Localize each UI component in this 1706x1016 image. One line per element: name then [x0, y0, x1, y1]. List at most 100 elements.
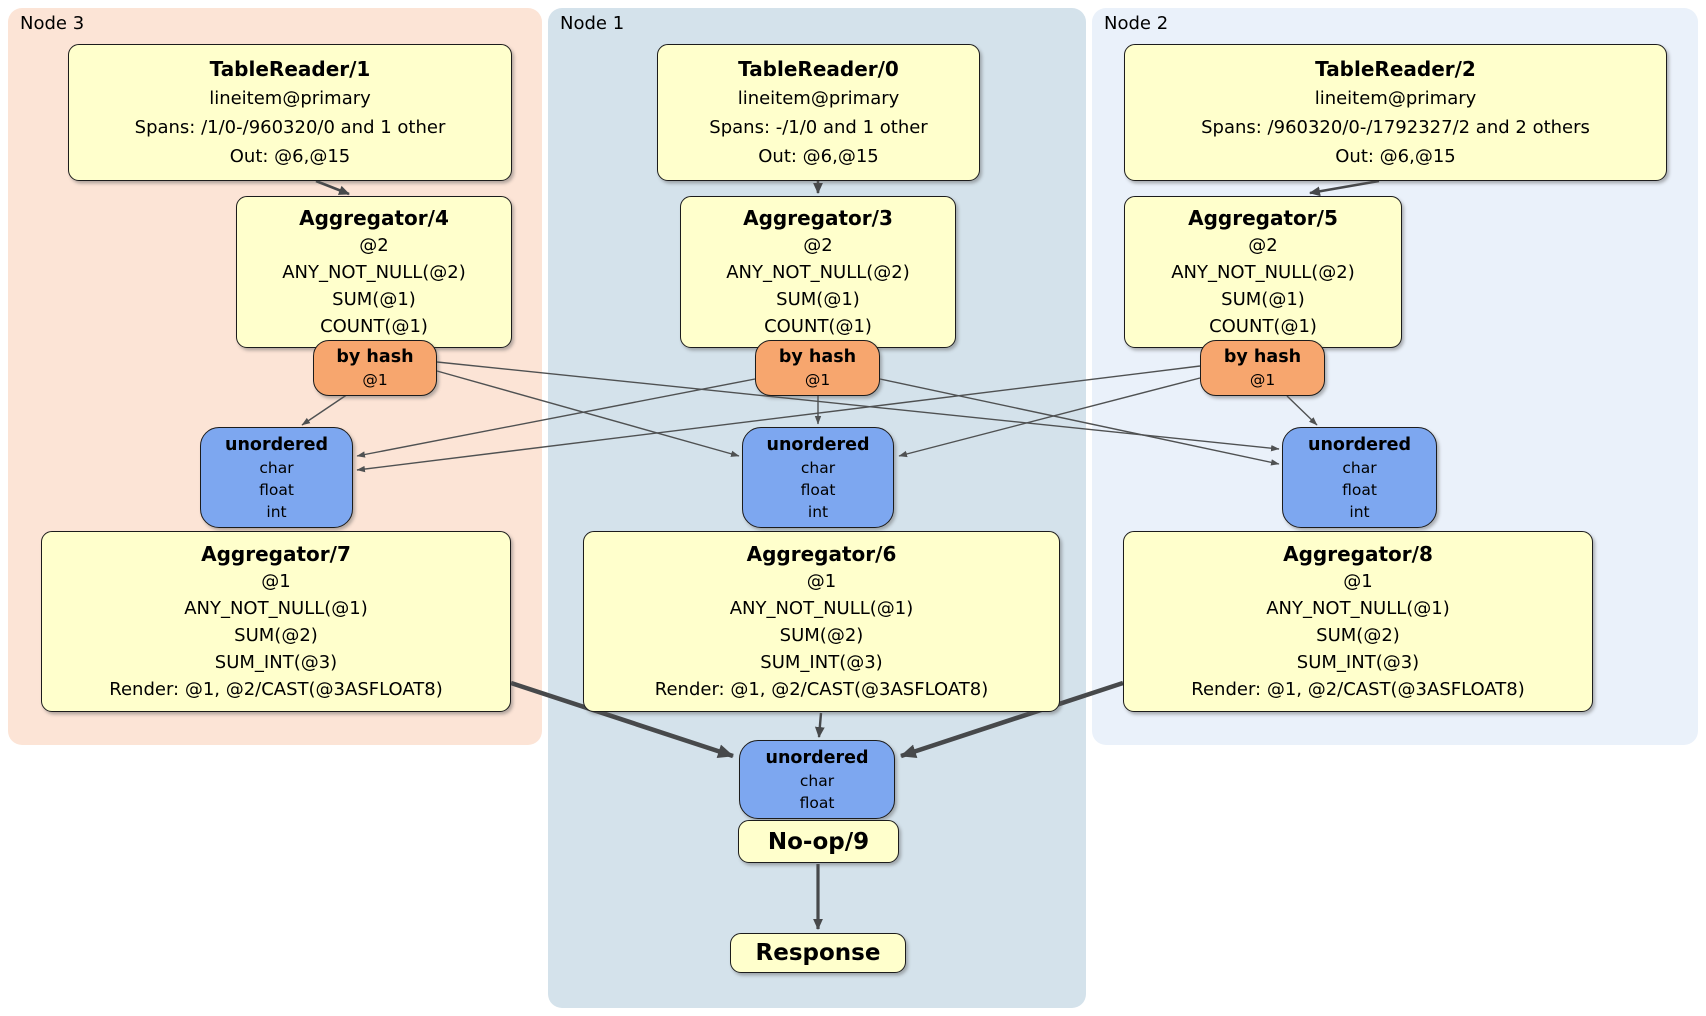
processor-title: TableReader/1 — [209, 57, 371, 81]
edge-router4-sync-n1 — [436, 370, 740, 457]
aggregator-8: Aggregator/8 @1 ANY_NOT_NULL(@1) SUM(@2)… — [1123, 531, 1593, 712]
router-detail: @1 — [362, 371, 388, 389]
aggregator-5: Aggregator/5 @2 ANY_NOT_NULL(@2) SUM(@1)… — [1124, 196, 1402, 348]
aggregator-4: Aggregator/4 @2 ANY_NOT_NULL(@2) SUM(@1)… — [236, 196, 512, 348]
aggregator-3: Aggregator/3 @2 ANY_NOT_NULL(@2) SUM(@1)… — [680, 196, 956, 348]
sync-title: unordered — [766, 434, 870, 455]
processor-detail: Render: @1, @2/CAST(@3ASFLOAT8) — [1191, 679, 1525, 700]
processor-detail: SUM(@1) — [332, 289, 416, 310]
router-detail: @1 — [1249, 371, 1276, 389]
processor-detail: @1 — [806, 571, 837, 592]
unordered-sync-node1: unordered char float int — [742, 427, 894, 528]
sync-detail: int — [807, 502, 829, 521]
node1-label: Node 1 — [560, 13, 625, 34]
processor-detail: Render: @1, @2/CAST(@3ASFLOAT8) — [109, 679, 443, 700]
processor-detail: @2 — [359, 235, 389, 256]
sync-detail: float — [800, 480, 836, 499]
sync-detail: char — [1342, 458, 1377, 477]
processor-detail: COUNT(@1) — [764, 316, 872, 337]
processor-detail: ANY_NOT_NULL(@1) — [729, 598, 914, 619]
sync-detail: char — [259, 458, 294, 477]
router-title: by hash — [778, 347, 857, 367]
sync-detail: float — [259, 480, 294, 499]
unordered-sync-node3: unordered char float int — [200, 427, 353, 528]
response: Response — [730, 933, 906, 973]
processor-detail: ANY_NOT_NULL(@2) — [282, 262, 466, 283]
processor-detail: Spans: /960320/0-/1792327/2 and 2 others — [1201, 117, 1590, 138]
aggregator-7: Aggregator/7 @1 ANY_NOT_NULL(@1) SUM(@2)… — [41, 531, 511, 712]
processor-title: Response — [755, 940, 881, 966]
edge-router3-sync-n2 — [879, 378, 1280, 466]
router-detail: @1 — [804, 371, 831, 389]
edge-tablereader1-aggregator4 — [315, 179, 350, 196]
processor-detail: SUM(@2) — [1316, 625, 1400, 646]
unordered-sync-final: unordered char float — [739, 740, 895, 819]
edge-tablereader2-aggregator5 — [1309, 179, 1380, 197]
processor-detail: SUM(@2) — [234, 625, 318, 646]
processor-title: Aggregator/7 — [201, 542, 351, 566]
processor-detail: Render: @1, @2/CAST(@3ASFLOAT8) — [654, 679, 989, 700]
hash-router-5: by hash @1 — [1200, 340, 1325, 396]
noop-9: No-op/9 — [738, 820, 899, 863]
sync-detail: int — [266, 502, 287, 521]
processor-detail: @2 — [1248, 235, 1278, 256]
node2-label: Node 2 — [1104, 13, 1169, 34]
node3-label: Node 3 — [20, 13, 85, 34]
router-title: by hash — [336, 347, 414, 367]
edge-aggregator8-finalsync — [900, 680, 1124, 759]
sync-detail: char — [800, 458, 836, 477]
processor-detail: Spans: -/1/0 and 1 other — [709, 117, 928, 138]
edge-router3-sync-n3 — [356, 378, 756, 458]
processor-detail: @1 — [1343, 571, 1373, 592]
sync-title: unordered — [1308, 434, 1411, 455]
edge-router5-sync-n1 — [898, 377, 1201, 458]
edge-router5-sync-n2 — [1286, 395, 1318, 426]
sync-title: unordered — [765, 747, 869, 768]
sync-detail: float — [1342, 480, 1377, 499]
processor-detail: ANY_NOT_NULL(@1) — [184, 598, 368, 619]
processor-detail: COUNT(@1) — [1209, 316, 1317, 337]
processor-detail: SUM(@2) — [779, 625, 864, 646]
edge-aggregator6-finalsync — [814, 712, 825, 738]
unordered-sync-node2: unordered char float int — [1282, 427, 1437, 528]
processor-detail: Out: @6,@15 — [1335, 146, 1456, 167]
processor-title: Aggregator/4 — [299, 206, 449, 230]
processor-detail: SUM_INT(@3) — [1296, 652, 1420, 673]
processor-title: Aggregator/5 — [1188, 206, 1338, 230]
sync-detail: float — [799, 793, 835, 812]
edge-aggregator7-finalsync — [510, 680, 734, 759]
tablereader-0: TableReader/0 lineitem@primary Spans: -/… — [657, 44, 980, 181]
sync-detail: char — [799, 771, 835, 790]
processor-detail: ANY_NOT_NULL(@1) — [1266, 598, 1450, 619]
tablereader-2: TableReader/2 lineitem@primary Spans: /9… — [1124, 44, 1667, 181]
processor-detail: ANY_NOT_NULL(@2) — [726, 262, 910, 283]
processor-detail: COUNT(@1) — [320, 316, 428, 337]
processor-detail: lineitem@primary — [1314, 88, 1477, 109]
processor-title: Aggregator/8 — [1283, 542, 1433, 566]
processor-detail: Spans: /1/0-/960320/0 and 1 other — [134, 117, 446, 138]
processor-title: No-op/9 — [767, 828, 870, 855]
hash-router-4: by hash @1 — [313, 340, 437, 396]
processor-title: Aggregator/6 — [746, 542, 897, 566]
sync-detail: int — [1349, 502, 1370, 521]
processor-title: TableReader/0 — [738, 57, 899, 81]
processor-detail: SUM(@1) — [776, 289, 860, 310]
processor-detail: @2 — [803, 235, 833, 256]
processor-detail: ANY_NOT_NULL(@2) — [1171, 262, 1355, 283]
hash-router-3: by hash @1 — [755, 340, 880, 396]
processor-detail: lineitem@primary — [737, 88, 900, 109]
processor-detail: Out: @6,@15 — [758, 146, 879, 167]
tablereader-1: TableReader/1 lineitem@primary Spans: /1… — [68, 44, 512, 181]
aggregator-6: Aggregator/6 @1 ANY_NOT_NULL(@1) SUM(@2)… — [583, 531, 1060, 712]
processor-detail: SUM(@1) — [1221, 289, 1305, 310]
edge-router5-sync-n3 — [356, 365, 1201, 473]
processor-title: TableReader/2 — [1315, 57, 1476, 81]
processor-detail: Out: @6,@15 — [229, 146, 351, 167]
edge-router4-sync-n3 — [301, 393, 349, 426]
processor-detail: SUM_INT(@3) — [214, 652, 338, 673]
processor-detail: lineitem@primary — [209, 88, 371, 109]
processor-title: Aggregator/3 — [743, 206, 893, 230]
sync-title: unordered — [225, 434, 328, 455]
